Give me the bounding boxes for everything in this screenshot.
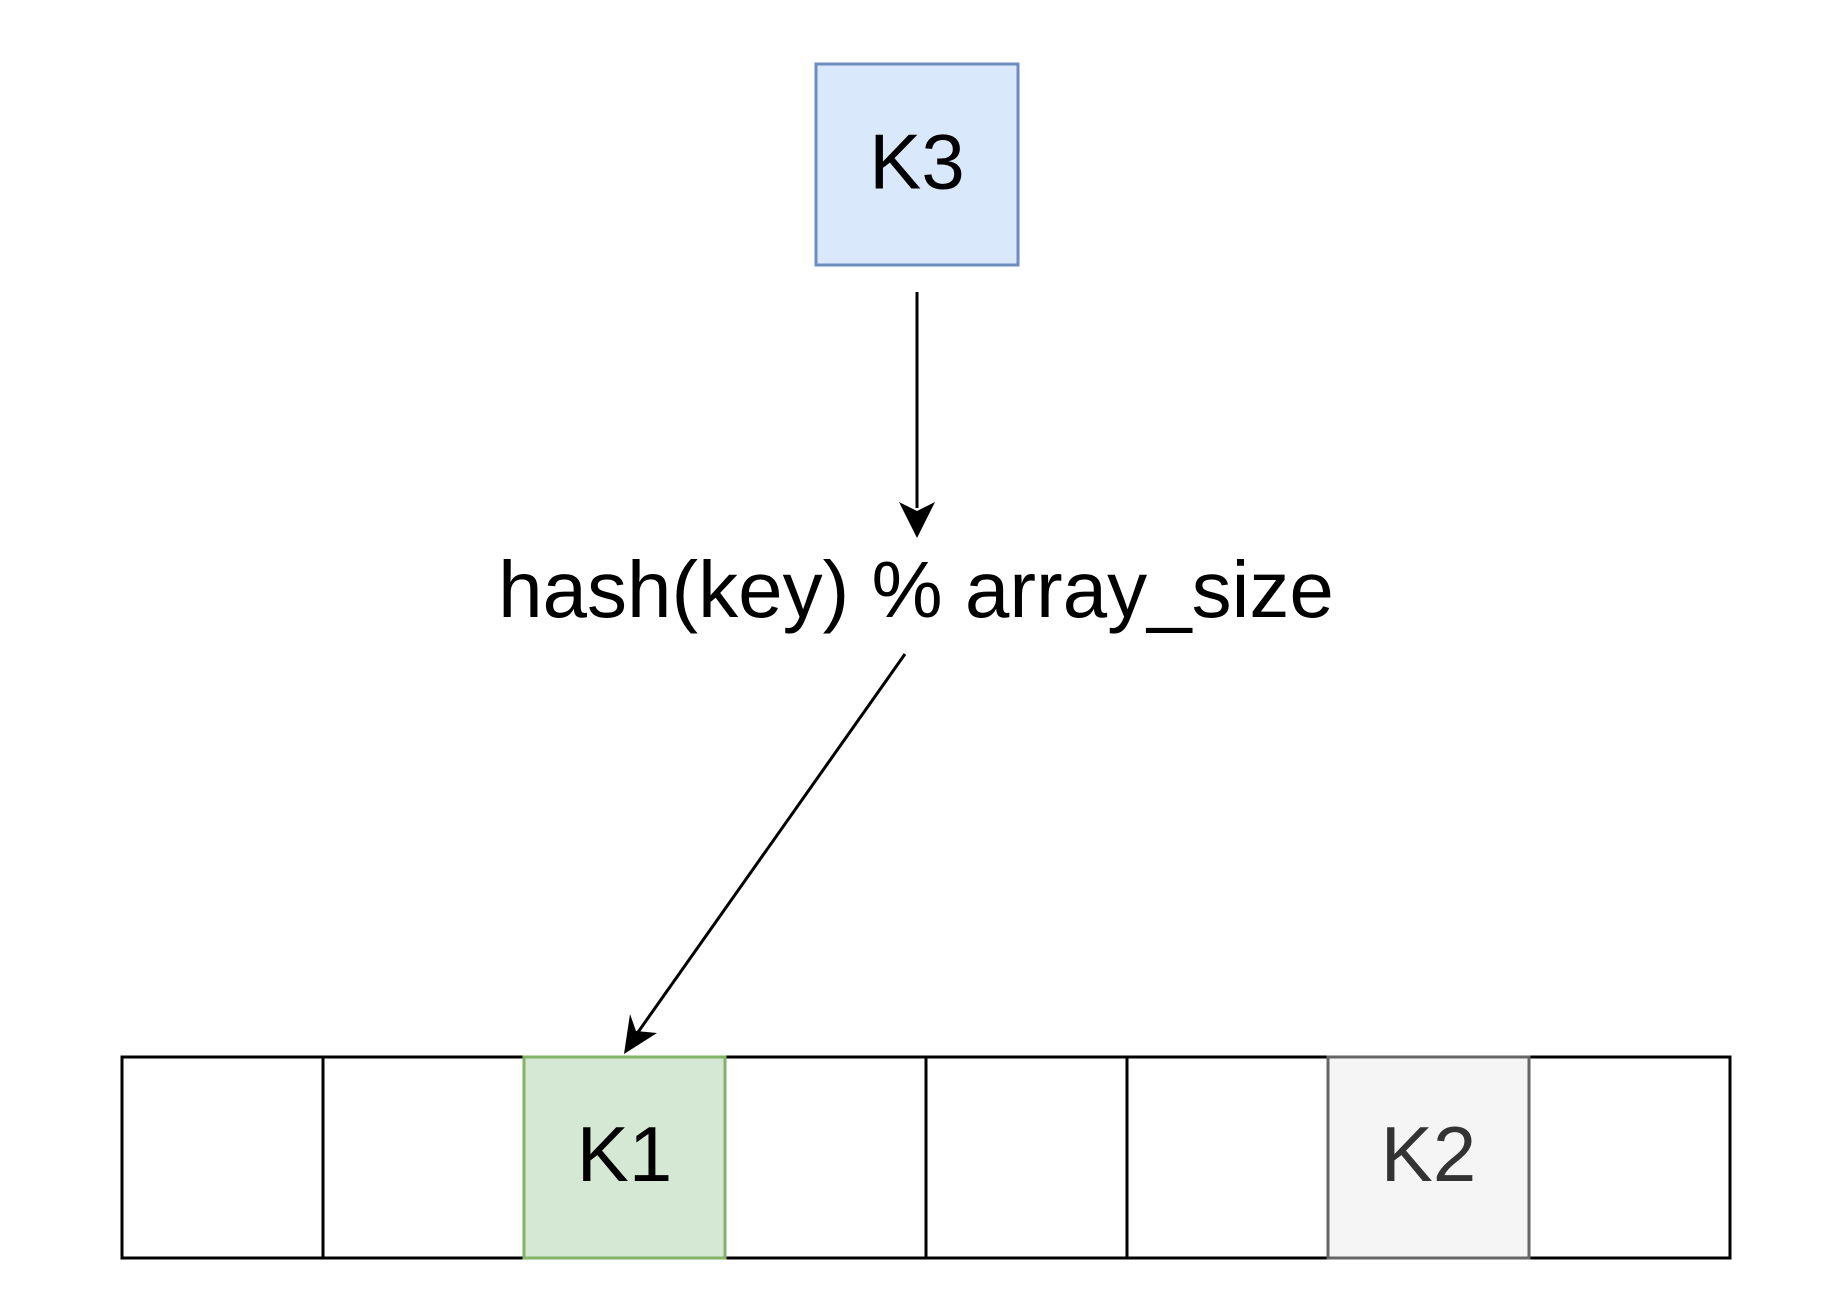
hash-array: K1 K2	[120, 1055, 1732, 1260]
array-slot	[924, 1055, 1129, 1260]
incoming-key-label: K3	[869, 118, 964, 206]
arrowhead-down	[899, 502, 935, 538]
array-slot	[321, 1055, 526, 1260]
array-slot-cell	[723, 1055, 928, 1260]
array-slot-cell	[1125, 1055, 1330, 1260]
arrow-key-to-hash	[899, 292, 935, 538]
array-slot-cell	[522, 1055, 727, 1260]
incoming-key-node: K3	[814, 62, 1020, 267]
array-slot	[120, 1055, 325, 1260]
array-slot-cell	[924, 1055, 1129, 1260]
array-slot: K2	[1326, 1055, 1531, 1260]
arrowhead-diagonal	[624, 1014, 657, 1054]
array-slot-label: K2	[1381, 1110, 1476, 1198]
arrow-hash-to-slot	[624, 653, 907, 1054]
array-slot	[1527, 1055, 1732, 1260]
array-slot-cell	[120, 1055, 325, 1260]
array-slot-cell	[1326, 1055, 1531, 1260]
array-slot	[1125, 1055, 1330, 1260]
array-slot-cell	[321, 1055, 526, 1260]
array-slot-cell	[1527, 1055, 1732, 1260]
array-slot: K1	[522, 1055, 727, 1260]
array-slot-label: K1	[577, 1110, 672, 1198]
hash-function-label: hash(key) % array_size	[498, 545, 1334, 634]
array-slot	[723, 1055, 928, 1260]
